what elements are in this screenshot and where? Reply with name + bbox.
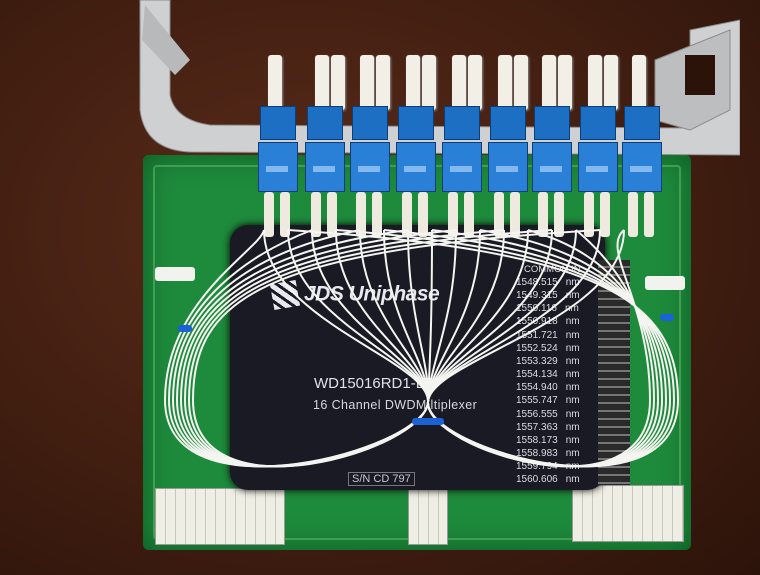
wavelength-unit: nm	[565, 277, 580, 288]
sc-connector	[305, 106, 345, 237]
dust-cap	[632, 55, 646, 110]
dust-cap	[468, 55, 482, 110]
dust-cap	[331, 55, 345, 110]
wavelength-row: 1556.555 nm	[516, 408, 580, 421]
wavelength-value: 1558.983	[516, 448, 558, 460]
wavelength-row: 1550.918 nm	[516, 315, 580, 328]
fiber-clip-right	[645, 276, 685, 290]
sc-connector	[350, 106, 390, 237]
wavelength-row: 1555.747 nm	[516, 394, 580, 407]
wavelength-unit: nm	[565, 382, 580, 394]
optical-fiber	[383, 229, 672, 468]
edge-connector-left	[155, 488, 285, 545]
dust-cap	[422, 55, 436, 110]
edge-connector-right	[572, 485, 684, 542]
wavelength-value: 1555.747	[516, 395, 558, 407]
dust-cap	[588, 55, 602, 110]
sc-connector	[396, 106, 436, 237]
wavelength-unit: nm	[565, 316, 580, 328]
dust-cap	[376, 55, 390, 110]
wavelength-unit: nm	[565, 369, 580, 381]
wavelength-value: 1557.363	[516, 421, 558, 433]
wavelength-unit: nm	[565, 434, 580, 446]
dust-cap	[452, 55, 466, 110]
dust-cap	[268, 55, 282, 110]
wavelength-unit: nm	[565, 474, 580, 486]
wavelength-row: 1557.363 nm	[516, 421, 580, 434]
dust-cap	[315, 55, 329, 110]
sc-connector	[532, 106, 572, 237]
wavelength-unit: nm	[565, 448, 580, 460]
wavelength-value: 1550.918	[516, 316, 558, 328]
wavelength-unit: nm	[565, 408, 580, 420]
dust-cap	[406, 55, 420, 110]
wavelength-row: 1558.983 nm	[516, 447, 580, 460]
wavelength-value: 1559.794	[516, 461, 558, 473]
wavelength-row: 1550.116 nm	[516, 302, 580, 315]
wavelength-value: 1549.315	[516, 290, 558, 302]
model-number: WD15016RD1-LT	[314, 375, 433, 392]
dust-cap	[514, 55, 528, 110]
sc-connector	[488, 106, 528, 237]
wavelength-unit: nm	[565, 342, 580, 354]
wavelength-row: 1554.134 nm	[516, 368, 580, 381]
wavelength-unit: nm	[565, 355, 580, 367]
wavelength-value: 1550.116	[516, 303, 557, 315]
wavelength-value: 1551.721	[516, 329, 558, 341]
optical-fiber	[175, 229, 430, 468]
optical-fiber	[426, 229, 652, 468]
optical-fiber	[426, 229, 656, 468]
wavelength-row: 1551.721 nm	[516, 329, 580, 342]
wavelength-row: 1560.606 nm	[516, 473, 580, 486]
optical-fiber	[191, 229, 601, 468]
wavelength-unit: nm	[564, 303, 579, 315]
common-in-label: COMMON IN	[524, 264, 581, 275]
wavelength-unit: nm	[565, 395, 580, 407]
wavelength-unit: nm	[565, 290, 580, 302]
wavelength-value: 1560.606	[516, 474, 558, 486]
wavelength-value: 1554.940	[516, 382, 558, 394]
wavelength-row: 1552.524 nm	[516, 342, 580, 355]
wavelength-value: 1556.555	[516, 408, 558, 420]
sc-connector	[578, 106, 618, 237]
wavelength-value: 1558.173	[516, 434, 558, 446]
metal-bracket	[139, 0, 740, 156]
wavelength-row: 1554.940 nm	[516, 381, 580, 394]
edge-connector-center	[408, 488, 448, 545]
sc-connector	[622, 106, 662, 237]
dust-cap	[604, 55, 618, 110]
wavelength-row: 1558.173 nm	[516, 434, 580, 447]
wavelength-value: 1553.329	[516, 355, 558, 367]
wavelength-unit: nm	[565, 421, 580, 433]
module-description: 16 Channel DWDM ltiplexer	[313, 398, 478, 412]
dust-cap	[558, 55, 572, 110]
wavelength-value: 1554.134	[516, 369, 558, 381]
dust-cap	[498, 55, 512, 110]
serial-number: S/N CD 797	[348, 472, 415, 486]
wavelength-value: 1552.524	[516, 342, 558, 354]
wavelength-unit: nm	[565, 329, 580, 341]
dust-cap	[542, 55, 556, 110]
cable-tie-left	[178, 325, 192, 332]
cable-tie-right	[660, 314, 674, 321]
dust-cap	[360, 55, 374, 110]
wavelength-row: 1549.315 nm	[516, 289, 580, 302]
fiber-clip-left	[155, 267, 195, 281]
sc-connector	[258, 106, 298, 237]
cable-tie-center	[412, 418, 444, 425]
wavelength-row: 1553.329 nm	[516, 355, 580, 368]
sc-connector	[442, 106, 482, 237]
